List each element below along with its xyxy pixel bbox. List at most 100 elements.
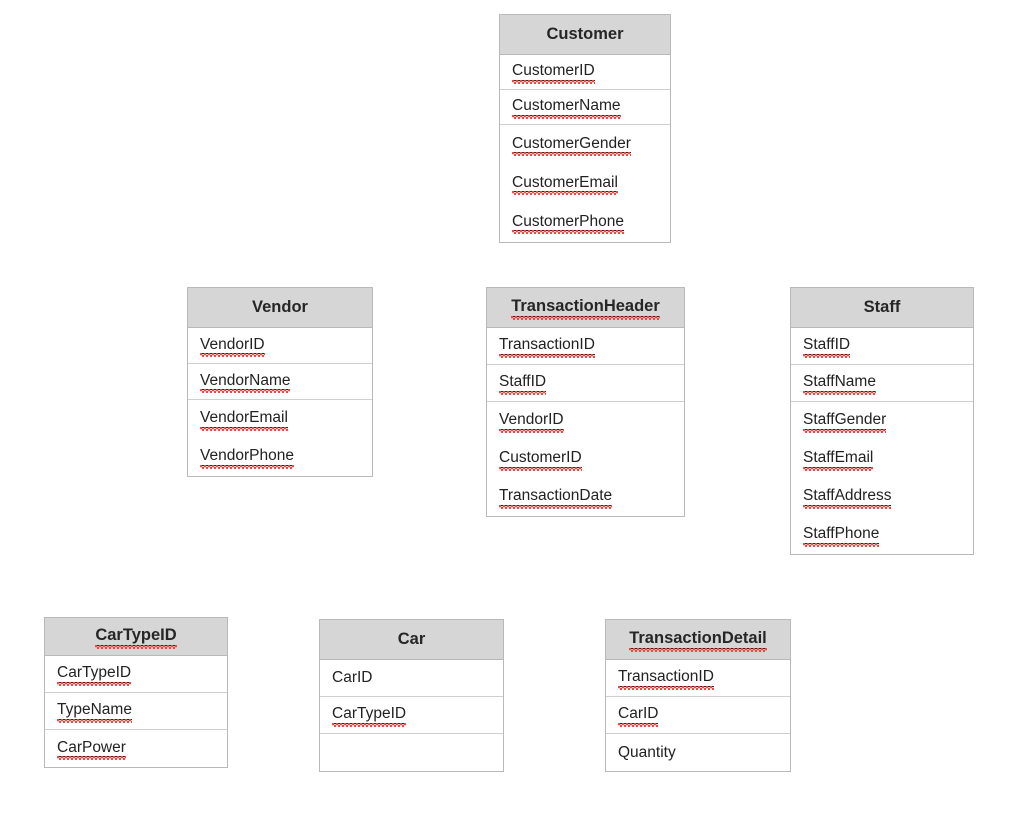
- attribute-row[interactable]: Quantity: [606, 734, 790, 771]
- attribute-label: CarID: [618, 706, 659, 727]
- entity-title: Vendor: [252, 298, 308, 317]
- entity-header-staff: Staff: [791, 288, 973, 328]
- spellcheck-underline-icon: [512, 79, 595, 84]
- attribute-row[interactable]: CarPower: [45, 730, 227, 767]
- attribute-label: CarTypeID: [57, 665, 132, 686]
- attribute-row[interactable]: CarTypeID: [45, 656, 227, 693]
- spellcheck-underline-icon: [499, 466, 582, 471]
- entity-header-vendor: Vendor: [188, 288, 372, 328]
- attribute-row[interactable]: CarID: [606, 697, 790, 734]
- attribute-row[interactable]: CustomerID: [487, 440, 684, 478]
- attribute-row[interactable]: VendorName: [188, 364, 372, 400]
- attribute-row[interactable]: StaffGender: [791, 402, 973, 440]
- attribute-label: CarPower: [57, 740, 126, 761]
- attribute-label: VendorPhone: [200, 448, 294, 469]
- entity-title: CarTypeID: [95, 627, 177, 649]
- spellcheck-underline-icon: [200, 353, 265, 358]
- attribute-label: CustomerID: [512, 63, 595, 84]
- spellcheck-underline-icon: [629, 647, 767, 652]
- spellcheck-underline-icon: [57, 681, 132, 686]
- attribute-label: TypeName: [57, 702, 132, 723]
- attribute-row[interactable]: StaffID: [487, 365, 684, 402]
- spellcheck-underline-icon: [803, 466, 874, 471]
- attribute-label: StaffPhone: [803, 526, 880, 547]
- attribute-label: StaffID: [803, 337, 851, 358]
- spellcheck-underline-icon: [618, 722, 659, 727]
- attribute-label: CustomerPhone: [512, 214, 625, 235]
- attribute-label: CustomerName: [512, 98, 621, 119]
- spellcheck-underline-icon: [803, 504, 892, 509]
- spellcheck-underline-icon: [499, 390, 547, 395]
- attribute-row-empty[interactable]: [320, 734, 503, 771]
- attribute-row[interactable]: VendorPhone: [188, 438, 372, 476]
- attribute-row[interactable]: CustomerName: [500, 90, 670, 125]
- spellcheck-underline-icon: [803, 428, 887, 433]
- spellcheck-underline-icon: [499, 428, 564, 433]
- attribute-row[interactable]: StaffAddress: [791, 478, 973, 516]
- entity-header-transactiondetail: TransactionDetail: [606, 620, 790, 660]
- attribute-label: Quantity: [618, 743, 676, 761]
- spellcheck-underline-icon: [512, 230, 625, 235]
- attribute-row[interactable]: TransactionID: [606, 660, 790, 697]
- spellcheck-underline-icon: [499, 353, 595, 358]
- attribute-row[interactable]: VendorEmail: [188, 400, 372, 438]
- spellcheck-underline-icon: [512, 152, 631, 157]
- attribute-label: VendorID: [200, 337, 265, 358]
- spellcheck-underline-icon: [618, 685, 714, 690]
- attribute-label: CustomerGender: [512, 136, 631, 157]
- entity-title: Customer: [546, 25, 624, 44]
- attribute-row[interactable]: CustomerPhone: [500, 203, 670, 242]
- attribute-row[interactable]: CustomerGender: [500, 125, 670, 164]
- spellcheck-underline-icon: [499, 504, 613, 509]
- attribute-row[interactable]: StaffPhone: [791, 516, 973, 554]
- spellcheck-underline-icon: [803, 353, 851, 358]
- attribute-row[interactable]: StaffName: [791, 365, 973, 402]
- spellcheck-underline-icon: [803, 542, 880, 547]
- attribute-label: CustomerEmail: [512, 175, 618, 196]
- attribute-row[interactable]: TransactionDate: [487, 478, 684, 516]
- attribute-label: CustomerID: [499, 450, 582, 471]
- attribute-label: StaffName: [803, 374, 876, 395]
- attribute-list: CarID CarTypeID: [320, 660, 503, 771]
- attribute-label: TransactionID: [499, 337, 595, 358]
- spellcheck-underline-icon: [95, 644, 177, 649]
- attribute-row[interactable]: StaffID: [791, 328, 973, 365]
- attribute-row[interactable]: VendorID: [487, 402, 684, 440]
- attribute-row[interactable]: TypeName: [45, 693, 227, 730]
- attribute-row[interactable]: TransactionID: [487, 328, 684, 365]
- spellcheck-underline-icon: [332, 722, 407, 727]
- spellcheck-underline-icon: [511, 315, 660, 320]
- attribute-row[interactable]: CustomerID: [500, 55, 670, 90]
- attribute-label: StaffGender: [803, 412, 887, 433]
- attribute-row[interactable]: VendorID: [188, 328, 372, 364]
- entity-title: TransactionDetail: [629, 630, 767, 652]
- entity-title: TransactionHeader: [511, 298, 660, 320]
- attribute-row[interactable]: CarID: [320, 660, 503, 697]
- attribute-label: VendorEmail: [200, 410, 288, 431]
- attribute-row[interactable]: StaffEmail: [791, 440, 973, 478]
- attribute-label: CarID: [332, 669, 373, 687]
- attribute-list: TransactionID StaffID VendorID CustomerID Tr…: [487, 328, 684, 516]
- attribute-label: StaffAddress: [803, 488, 892, 509]
- entity-header-customer: Customer: [500, 15, 670, 55]
- entity-header-transactionheader: TransactionHeader: [487, 288, 684, 328]
- entity-header-cartypeid: CarTypeID: [45, 618, 227, 656]
- attribute-label: VendorID: [499, 412, 564, 433]
- entity-header-car: Car: [320, 620, 503, 660]
- attribute-label: TransactionDate: [499, 488, 613, 509]
- attribute-row[interactable]: CarTypeID: [320, 697, 503, 734]
- attribute-label: VendorName: [200, 373, 291, 394]
- attribute-list: TransactionID CarID Quantity: [606, 660, 790, 771]
- attribute-row[interactable]: CustomerEmail: [500, 164, 670, 203]
- attribute-label: TransactionID: [618, 669, 714, 690]
